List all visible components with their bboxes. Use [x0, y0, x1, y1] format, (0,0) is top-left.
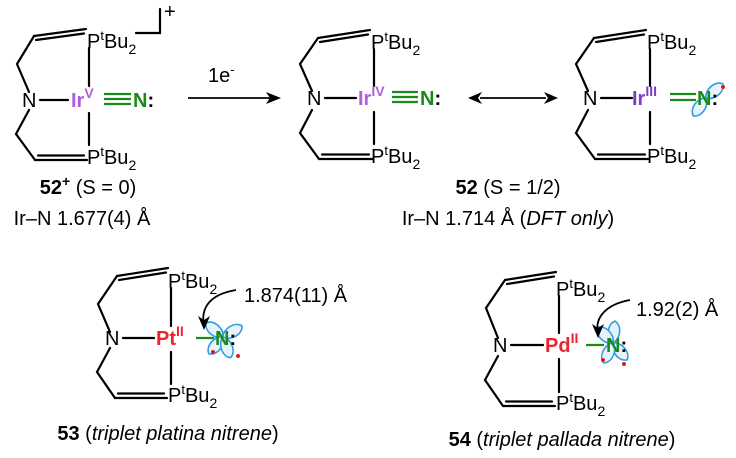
- bond-length-arrow: [202, 289, 237, 327]
- backbone-bond: [32, 27, 88, 38]
- backbone-bond: [95, 346, 117, 400]
- nitrido-label: N:: [420, 88, 441, 110]
- unpaired-electron: [211, 350, 215, 354]
- iridium-label: IrIV: [358, 83, 385, 110]
- caption-52-bond: Ir–N 1.714 Å (DFT only): [402, 207, 614, 230]
- nitrene-label: N:: [215, 328, 236, 350]
- nitrene-label: N:: [697, 88, 718, 110]
- complex-53: PtBu2 PtBu2 N PtII N: 1.874(11) Å: [95, 266, 348, 411]
- phosphine-label: PtBu2: [168, 382, 217, 411]
- backbone-bond: [574, 108, 597, 161]
- complex-52-resonance-form: PtBu2 PtBu2 N IrIII N:: [574, 28, 728, 172]
- unpaired-electron: [236, 354, 240, 358]
- phosphine-label: PtBu2: [647, 29, 696, 58]
- backbone-bond: [115, 266, 170, 278]
- backbone-bond: [316, 28, 372, 40]
- amide-nitrogen-label: N: [493, 335, 507, 357]
- phosphine-label: PtBu2: [371, 29, 420, 58]
- platinum-label: PtII: [156, 323, 184, 350]
- ir-n-triple-bond: [104, 92, 131, 106]
- unpaired-electron: [721, 85, 725, 89]
- phosphine-label: PtBu2: [556, 276, 605, 305]
- pd-n-bond-length: 1.92(2) Å: [636, 298, 719, 321]
- reagent-label: 1e-: [208, 62, 235, 87]
- bond-length-arrowhead: [592, 324, 604, 338]
- caption-53: 53 (triplet platina nitrene): [57, 423, 278, 445]
- ir-n-double-bond: [670, 92, 696, 102]
- phosphine-label: PtBu2: [87, 144, 136, 173]
- resonance-arrow: [468, 92, 558, 104]
- bond-length-arrowhead: [198, 316, 210, 330]
- ir-n-triple-bond: [392, 90, 418, 104]
- phosphine-label: PtBu2: [87, 28, 136, 57]
- charge-bracket: [134, 7, 162, 35]
- reaction-arrow: [188, 92, 281, 104]
- amide-nitrogen-label: N: [583, 88, 597, 110]
- caption-52: 52 (S = 1/2): [455, 177, 560, 199]
- backbone-double-bond: [594, 33, 646, 44]
- backbone-double-bond: [505, 275, 556, 286]
- phosphine-label: PtBu2: [556, 390, 605, 419]
- backbone-bond: [483, 354, 505, 408]
- caption-52-plus-bond: Ir–N 1.677(4) Å: [14, 207, 151, 230]
- backbone-bond: [298, 36, 320, 93]
- backbone-bond: [484, 278, 507, 340]
- pt-n-bond-length: 1.874(11) Å: [244, 284, 348, 307]
- backbone-double-bond: [117, 271, 168, 282]
- charge-sign: +: [164, 1, 176, 23]
- unpaired-electron: [601, 358, 605, 362]
- nitrene-label: N:: [606, 335, 627, 357]
- phosphine-label: PtBu2: [371, 143, 420, 172]
- unpaired-electron: [622, 362, 626, 366]
- backbone-bond: [15, 34, 36, 94]
- palladium-label: PdII: [545, 330, 578, 357]
- backbone-bond: [298, 108, 321, 161]
- amide-nitrogen-label: N: [307, 88, 321, 110]
- phosphine-label: PtBu2: [647, 143, 696, 172]
- complex-52-plus: PtBu2 PtBu2 N IrV N: +: [14, 1, 176, 173]
- complex-52: PtBu2 PtBu2 N IrIV N:: [298, 28, 441, 172]
- phosphine-label: PtBu2: [168, 268, 217, 297]
- caption-52-plus: 52+ (S = 0): [40, 173, 137, 199]
- backbone-double-bond: [318, 33, 370, 44]
- backbone-bond: [574, 36, 596, 93]
- nitrido-label: N:: [133, 90, 154, 112]
- iridium-label: IrV: [71, 85, 94, 112]
- backbone-bond: [592, 28, 648, 40]
- backbone-bond: [96, 274, 119, 334]
- amide-nitrogen-label: N: [105, 328, 119, 350]
- amide-nitrogen-label: N: [22, 90, 36, 112]
- iridium-label: IrIII: [632, 83, 657, 110]
- backbone-double-bond: [34, 32, 86, 42]
- complex-54: PtBu2 PtBu2 N PdII N: 1.92(2) Å: [483, 270, 719, 419]
- backbone-bond: [14, 108, 37, 162]
- caption-54: 54 (triplet pallada nitrene): [449, 429, 676, 451]
- backbone-bond: [503, 270, 558, 282]
